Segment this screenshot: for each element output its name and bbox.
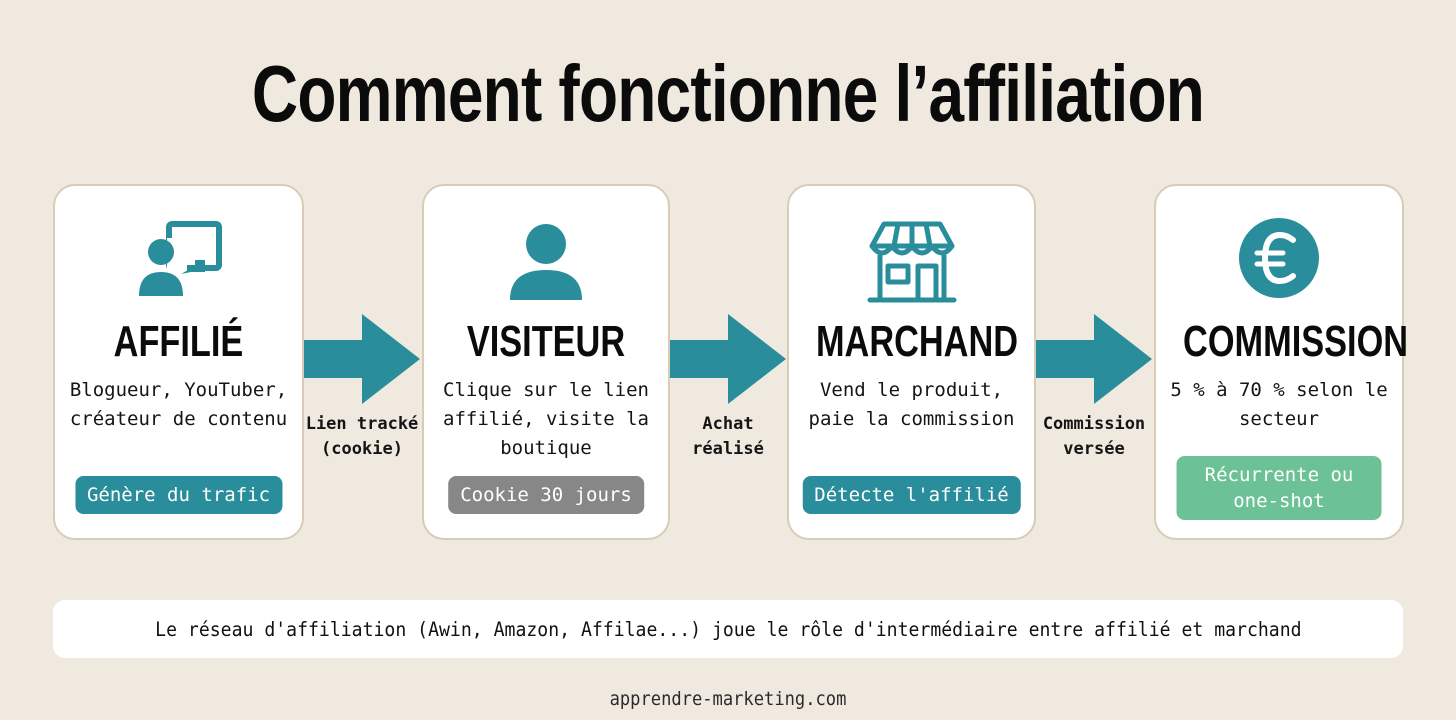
step-heading: MARCHAND: [815, 317, 1019, 366]
user-icon: [496, 216, 596, 306]
arrow-label-line: Achat: [702, 414, 754, 434]
arrow-label-line: Commission: [1042, 414, 1146, 434]
step-description: 5 % à 70 % selon le secteur: [1170, 379, 1388, 430]
page-title: Comment fonctionne l’affiliation: [251, 49, 1205, 138]
step-badge: Génère du trafic: [74, 476, 283, 514]
step-card-affilie: AFFILIÉ Blogueur, YouTuber, créateur de …: [53, 184, 304, 540]
flow-arrow: [304, 312, 424, 407]
source-credit: apprendre-marketing.com: [609, 688, 847, 710]
arrow-label: Lien tracké (cookie): [297, 412, 427, 462]
arrow-label: Commission versée: [1029, 412, 1159, 462]
presenter-board-icon: [129, 216, 229, 306]
step-card-visiteur: VISITEUR Clique sur le lien affilié, vis…: [422, 184, 670, 540]
step-description: Clique sur le lien affilié, visite la bo…: [443, 379, 649, 459]
step-heading: VISITEUR: [466, 317, 626, 366]
network-note-text: Le réseau d'affiliation (Awin, Amazon, A…: [154, 617, 1302, 641]
step-description: Blogueur, YouTuber, créateur de contenu: [69, 379, 288, 430]
storefront-icon: [862, 216, 962, 306]
step-heading: COMMISSION: [1183, 317, 1409, 366]
arrow-right-icon: [1036, 314, 1152, 404]
step-card-marchand: MARCHAND Vend le produit, paie la commis…: [787, 184, 1036, 540]
arrow-label: Achat réalisé: [663, 412, 793, 462]
arrow-right-icon: [304, 314, 420, 404]
arrow-label-line: Lien tracké: [305, 414, 419, 434]
step-heading: AFFILIÉ: [113, 317, 244, 366]
arrow-label-line: réalisé: [692, 439, 764, 459]
flow-arrow: [1036, 312, 1156, 407]
arrow-label-line: versée: [1063, 439, 1125, 459]
step-badge: Cookie 30 jours: [448, 476, 644, 514]
step-card-commission: COMMISSION 5 % à 70 % selon le secteur R…: [1154, 184, 1409, 540]
arrow-right-icon: [670, 314, 786, 404]
step-badge: Récurrente ou one-shot: [1176, 456, 1382, 520]
step-badge: Détecte l'affilié: [802, 476, 1021, 514]
network-note: Le réseau d'affiliation (Awin, Amazon, A…: [53, 600, 1403, 658]
flow-arrow: [670, 312, 790, 407]
step-description: Vend le produit, paie la commission: [808, 379, 1015, 430]
arrow-label-line: (cookie): [321, 439, 403, 459]
euro-coin-icon: [1229, 216, 1329, 306]
